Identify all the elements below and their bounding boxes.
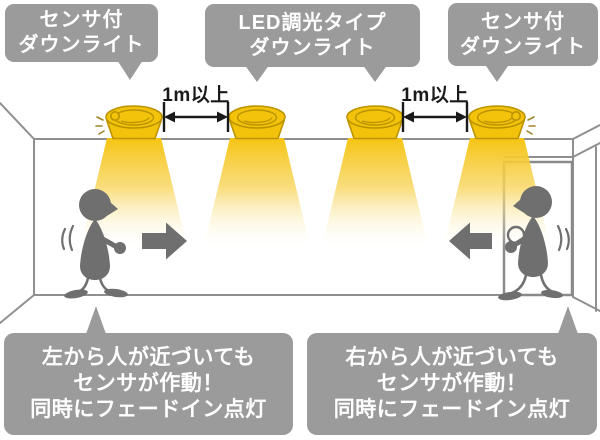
light-cone-2 bbox=[203, 138, 311, 250]
measure-label-left: 1m以上 bbox=[162, 85, 230, 106]
person-left bbox=[61, 189, 128, 299]
light-cone-4 bbox=[443, 138, 551, 250]
caption-line: センサが作動！ bbox=[73, 372, 224, 395]
bubble-tail bbox=[362, 64, 388, 82]
label-line: ダウンライト bbox=[249, 36, 376, 59]
caption-line: センサが作動！ bbox=[376, 372, 528, 395]
caption-line: 同時にフェードイン点灯 bbox=[333, 398, 571, 421]
motion-lines-icon bbox=[61, 224, 75, 252]
label-sensor-downlight-right: センサ付 ダウンライト bbox=[448, 3, 598, 66]
label-sensor-downlight-left: センサ付 ダウンライト bbox=[5, 4, 158, 62]
direction-arrow-left-icon bbox=[449, 222, 492, 260]
light-cones bbox=[80, 138, 551, 250]
measure-left bbox=[162, 102, 230, 132]
sensor-wave-icon bbox=[526, 116, 536, 135]
label-line: センサ付 bbox=[39, 9, 124, 31]
caption-line: 同時にフェードイン点灯 bbox=[30, 398, 267, 421]
measure-right bbox=[401, 102, 469, 132]
downlight-dimming-left bbox=[228, 105, 286, 140]
downlight-dimming-right bbox=[346, 105, 404, 140]
caption-line: 右から人が近づいても bbox=[345, 346, 559, 369]
direction-arrow-right-icon bbox=[142, 222, 187, 260]
downlight-sensor-left bbox=[95, 105, 163, 140]
sensor-wave-icon bbox=[95, 116, 105, 135]
label-line: LED調光タイプ bbox=[238, 11, 387, 34]
label-line: ダウンライト bbox=[460, 35, 586, 58]
motion-lines-icon bbox=[556, 224, 570, 252]
bubble-tail bbox=[117, 60, 143, 80]
light-cone-1 bbox=[80, 138, 188, 250]
label-line: ダウンライト bbox=[18, 34, 145, 56]
bubble-tail bbox=[484, 63, 510, 82]
label-led-dimming-downlight: LED調光タイプ ダウンライト bbox=[205, 4, 420, 67]
caption-tail bbox=[558, 306, 578, 334]
caption-tail bbox=[86, 306, 106, 334]
downlight-sensor-right bbox=[468, 105, 536, 140]
caption-right: 右から人が近づいても センサが作動！ 同時にフェードイン点灯 bbox=[307, 333, 597, 435]
label-line: センサ付 bbox=[481, 10, 565, 33]
light-cone-3 bbox=[321, 138, 429, 250]
bubble-tail bbox=[244, 64, 270, 82]
caption-left: 左から人が近づいても センサが作動！ 同時にフェードイン点灯 bbox=[4, 333, 293, 435]
measure-label-right: 1m以上 bbox=[401, 85, 469, 106]
caption-line: 左から人が近づいても bbox=[41, 346, 256, 369]
person-right bbox=[498, 186, 570, 301]
